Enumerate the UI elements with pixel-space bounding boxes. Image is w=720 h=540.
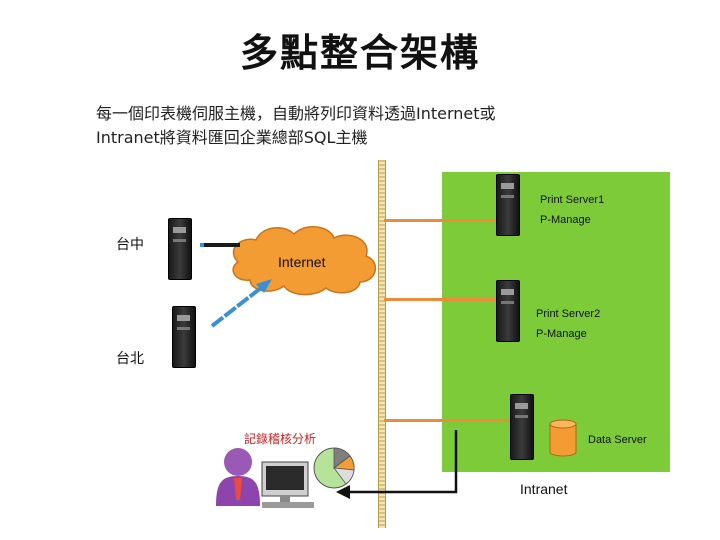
print-server1-icon <box>496 174 520 236</box>
print-server2-role: P-Manage <box>536 328 587 340</box>
site-taichung: 台中 <box>116 234 144 254</box>
internet-label: Internet <box>278 254 325 270</box>
intranet-label: Intranet <box>520 481 567 497</box>
taipei-arrow <box>212 279 272 326</box>
analysis-pie-chart <box>314 448 354 488</box>
print-server2-icon <box>496 280 520 342</box>
data-server-label: Data Server <box>588 434 647 446</box>
audit-label: 記錄稽核分析 <box>244 430 316 447</box>
print-server1-role: P-Manage <box>540 214 591 226</box>
taipei-server-icon <box>172 306 196 368</box>
data-server-icon <box>510 394 534 460</box>
user-icon <box>216 448 260 506</box>
computer-icon <box>262 462 314 508</box>
taichung-link <box>200 243 240 247</box>
print-server1-label: Print Server1 <box>540 194 604 206</box>
print-server2-label: Print Server2 <box>536 308 600 320</box>
taichung-server-icon <box>168 218 192 280</box>
site-taipei: 台北 <box>116 348 144 368</box>
database-icon <box>550 420 576 456</box>
